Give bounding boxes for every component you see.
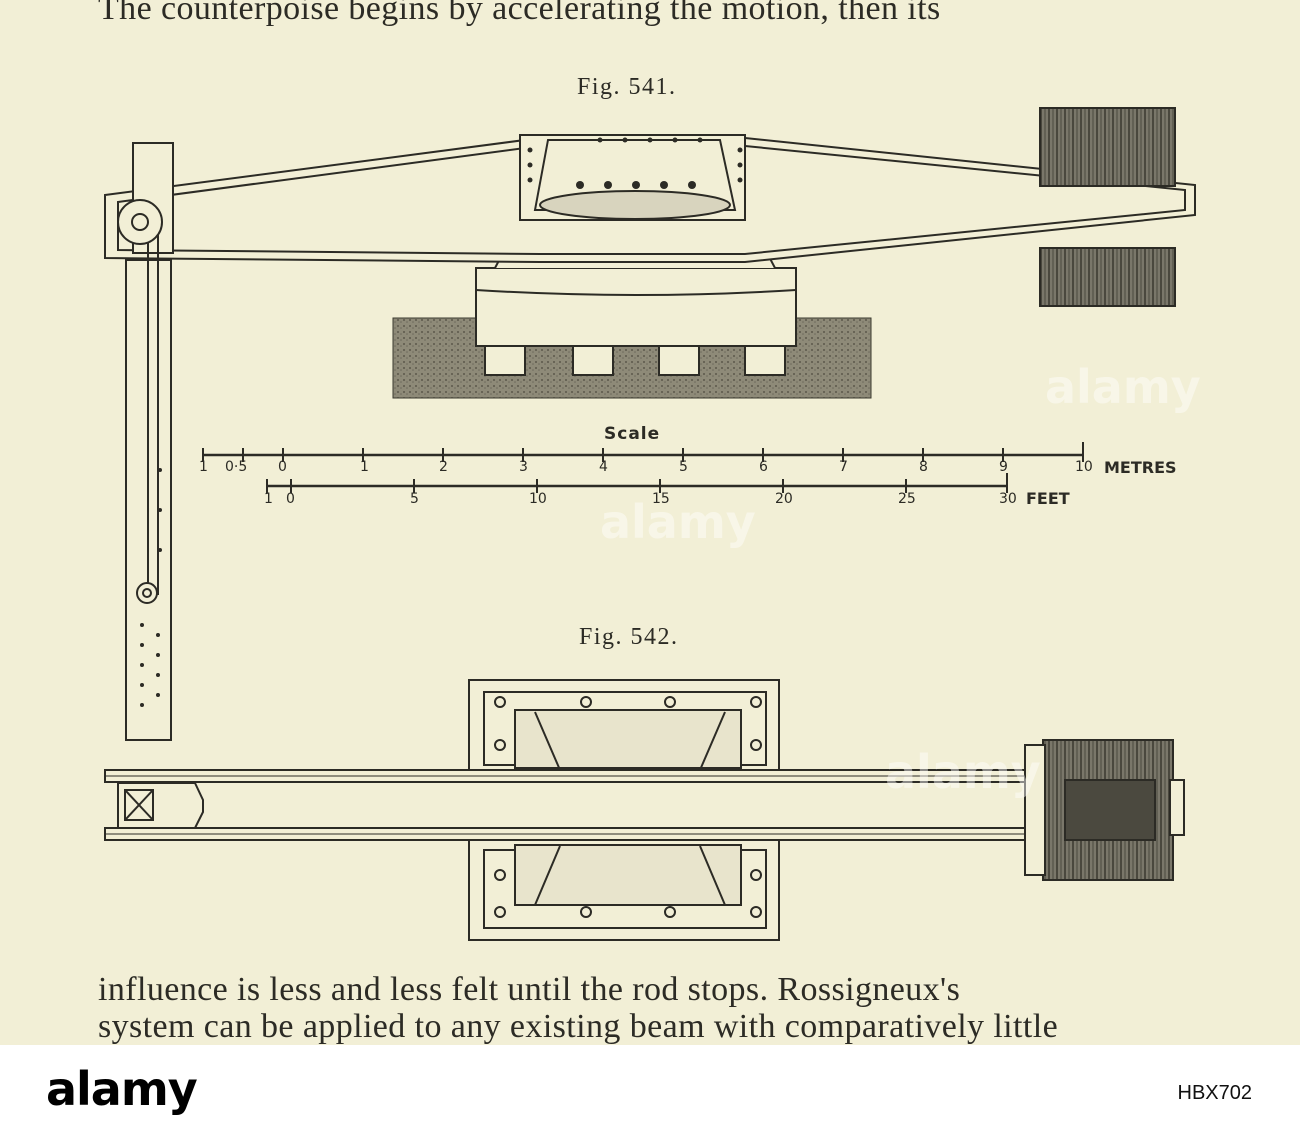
scanned-page: The counterpoise begins by accelerating … [98, 0, 1201, 1045]
body-text-top: The counterpoise begins by accelerating … [98, 0, 941, 27]
metre-tick-label: 5 [679, 459, 688, 475]
metre-tick-label: 7 [839, 459, 848, 475]
metre-tick-label: 0 [278, 459, 287, 475]
fig-542-caption: Fig. 542. [579, 624, 679, 650]
fig-541-drawing [104, 107, 1196, 741]
metre-tick-label: 6 [759, 459, 768, 475]
watermark-text: alamy [885, 745, 1041, 799]
counterweight-upper [1039, 107, 1176, 187]
feet-unit-label: FEET [1026, 489, 1070, 508]
feet-tick-label: 5 [410, 491, 419, 507]
feet-tick-label: 10 [529, 491, 547, 507]
brand-logo: alamy [46, 1062, 198, 1116]
fig-542-drawing [104, 679, 1185, 941]
feet-tick-label: 1 [264, 491, 273, 507]
metre-tick-label: 4 [599, 459, 608, 475]
end-crosshead [117, 782, 204, 829]
feet-tick-label: 15 [652, 491, 670, 507]
metre-tick-label: 3 [519, 459, 528, 475]
metre-tick-label: 9 [999, 459, 1008, 475]
image-id: HBX702 [1177, 1082, 1253, 1104]
body-text-bottom-2: system can be applied to any existing be… [98, 1008, 1059, 1045]
metre-tick-label: 1 [360, 459, 369, 475]
counterweight-lower [1039, 247, 1176, 307]
metre-unit-label: METRES [1104, 458, 1177, 477]
engineering-drawings [104, 107, 1196, 941]
feet-tick-label: 20 [775, 491, 793, 507]
metre-tick-label: 1 [199, 459, 208, 475]
bearing-base [475, 267, 797, 347]
feet-tick-label: 30 [999, 491, 1017, 507]
metre-tick-label: 0·5 [225, 459, 248, 475]
feet-tick-label: 0 [286, 491, 295, 507]
metre-tick-label: 10 [1075, 459, 1093, 475]
metre-tick-label: 8 [919, 459, 928, 475]
feet-tick-label: 25 [898, 491, 916, 507]
scale-bars [202, 442, 1084, 493]
scale-title: Scale [604, 424, 661, 444]
stock-footer [0, 1045, 1300, 1135]
metre-tick-label: 2 [439, 459, 448, 475]
watermark-text: alamy [1045, 360, 1201, 414]
watermark-text: alamy [600, 495, 756, 549]
body-text-bottom-1: influence is less and less felt until th… [98, 971, 961, 1008]
fig-541-caption: Fig. 541. [577, 74, 677, 100]
